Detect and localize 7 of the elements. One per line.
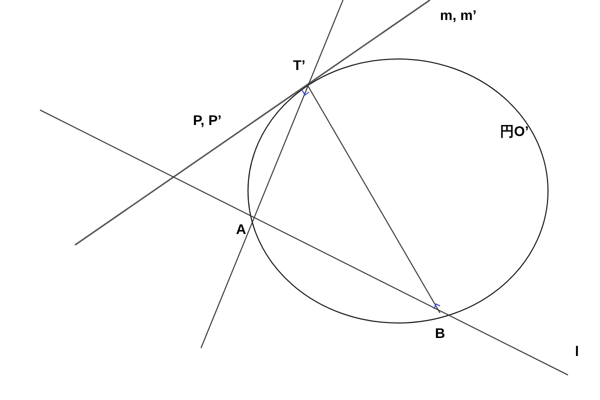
point-label: A [236,222,246,236]
point-label: B [435,326,446,340]
point-label: 円O’ [500,124,529,138]
point-label: l [575,344,579,358]
point-label: P, P’ [193,113,222,127]
point-label: m, m’ [440,8,477,22]
point-label: T’ [293,58,306,72]
